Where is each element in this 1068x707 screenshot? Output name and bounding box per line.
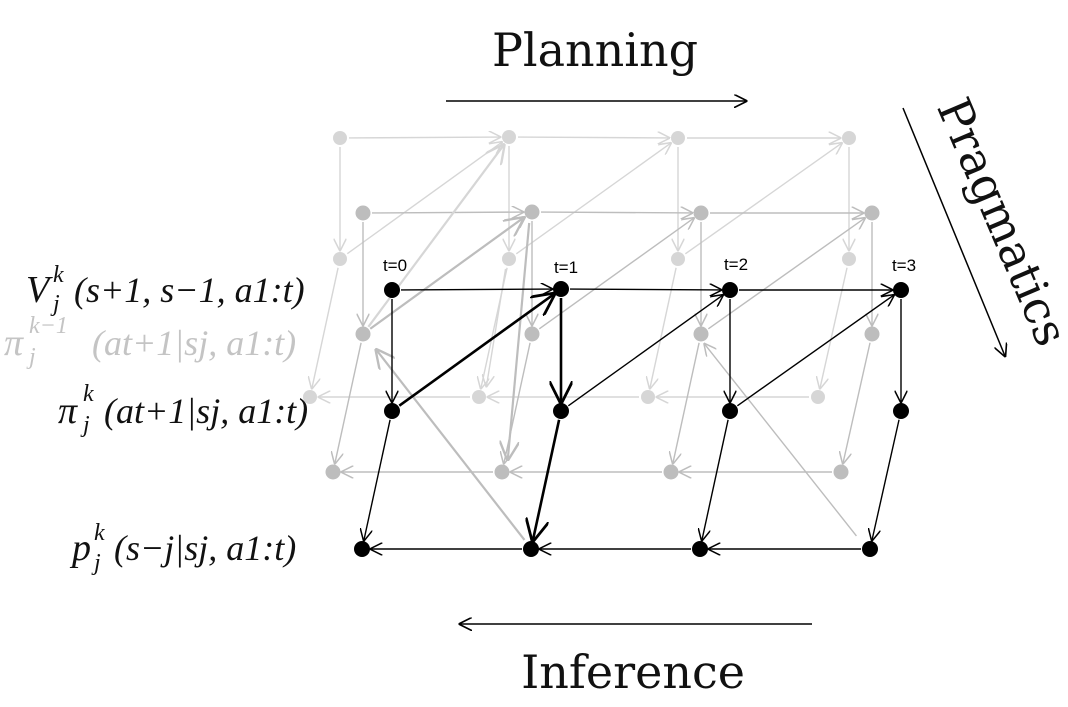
row-label-prev-policy: π k−1 j (at+1|sj, a1:t) (4, 313, 296, 370)
node-value-t2 (693, 205, 709, 221)
node-value-t0 (333, 131, 347, 145)
node-policy-t1 (524, 326, 540, 342)
node-policy-t3 (842, 252, 856, 266)
svg-text:p: p (69, 527, 91, 569)
svg-text:(s−j|sj, a1:t): (s−j|sj, a1:t) (114, 528, 296, 568)
node-belief-t3 (862, 541, 878, 557)
planning-title: Planning (492, 23, 698, 77)
node-value-t1 (502, 130, 516, 144)
edge-value-1-to-2 (517, 137, 669, 138)
node-value-t1 (524, 204, 540, 220)
time-label-1: t=1 (554, 258, 578, 277)
edge-cross-4 (705, 344, 857, 537)
layer-mid (325, 145, 880, 541)
edge-policy-0-to-value-1 (398, 294, 553, 407)
node-value-t3 (842, 131, 856, 145)
row-label-policy: π k j (at+1|sj, a1:t) (58, 381, 308, 438)
svg-text:π: π (4, 322, 24, 364)
node-value-t3 (864, 205, 880, 221)
edge-policy-to-belief-0 (364, 419, 391, 540)
node-belief-t3 (833, 464, 849, 480)
edge-policy-to-belief-0 (335, 342, 362, 463)
node-belief-t2 (692, 541, 708, 557)
node-policy-t1 (553, 403, 569, 419)
node-belief-t1 (472, 390, 486, 404)
edge-policy-0-to-value-1 (346, 142, 501, 255)
inference-title: Inference (521, 645, 745, 699)
node-policy-t2 (722, 403, 738, 419)
node-value-t0 (355, 205, 371, 221)
node-value-t1 (553, 281, 569, 297)
layer-front (354, 281, 909, 557)
node-belief-t2 (663, 464, 679, 480)
edge-cross-0 (367, 145, 503, 328)
svg-text:(s+1, s−1, a1:t): (s+1, s−1, a1:t) (74, 270, 305, 310)
svg-text:(at+1|sj, a1:t): (at+1|sj, a1:t) (92, 323, 296, 363)
node-policy-t1 (502, 252, 516, 266)
edge-policy-1-to-value-2 (567, 295, 722, 407)
layer-back (303, 130, 856, 404)
node-value-t2 (671, 131, 685, 145)
svg-text:(at+1|sj, a1:t): (at+1|sj, a1:t) (104, 391, 308, 431)
edge-cross-1 (369, 218, 522, 330)
node-belief-t0 (303, 390, 317, 404)
edge-cross-5 (486, 268, 507, 386)
node-policy-t3 (864, 326, 880, 342)
edge-policy-2-to-value-3 (707, 218, 864, 330)
svg-text:k: k (94, 520, 105, 546)
svg-text:j: j (50, 291, 60, 317)
node-policy-t2 (671, 252, 685, 266)
edge-policy-to-belief-2 (650, 267, 677, 388)
pragmatics-title: Pragmatics (926, 90, 1068, 354)
svg-text:k−1: k−1 (29, 313, 68, 339)
node-belief-t3 (811, 390, 825, 404)
pragmatics-arrow (902, 107, 1005, 356)
time-label-0: t=0 (383, 256, 407, 275)
node-belief-t0 (325, 464, 341, 480)
edge-policy-1-to-value-2 (538, 218, 693, 330)
edge-policy-2-to-value-3 (736, 295, 893, 407)
svg-text:k: k (53, 262, 64, 288)
edge-policy-to-belief-3 (820, 267, 848, 388)
node-policy-t0 (333, 252, 347, 266)
svg-text:π: π (58, 390, 78, 432)
edge-policy-to-belief-3 (872, 419, 900, 540)
edge-policy-to-belief-3 (843, 342, 871, 463)
svg-text:j: j (91, 550, 101, 576)
svg-text:V: V (26, 269, 53, 311)
node-policy-t2 (693, 326, 709, 342)
edge-value-1-to-2 (540, 212, 692, 213)
svg-text:j: j (80, 412, 90, 438)
node-value-t2 (722, 282, 738, 298)
svg-text:k: k (83, 381, 94, 407)
node-belief-t0 (354, 541, 370, 557)
node-policy-t0 (384, 403, 400, 419)
edge-value-0-to-1 (400, 289, 552, 290)
edge-value-1-to-2 (569, 289, 721, 290)
svg-text:j: j (26, 344, 36, 370)
edge-value-0-to-1 (371, 212, 523, 213)
time-label-2: t=2 (724, 255, 748, 274)
node-policy-t0 (355, 326, 371, 342)
time-label-3: t=3 (892, 256, 916, 275)
node-policy-t3 (893, 403, 909, 419)
edge-policy-to-belief-1 (533, 419, 561, 540)
row-label-value: V k j (s+1, s−1, a1:t) (26, 262, 305, 317)
edge-policy-to-belief-2 (702, 419, 729, 540)
node-belief-t2 (641, 390, 655, 404)
edge-value-0-to-1 (348, 137, 500, 138)
node-belief-t1 (523, 541, 539, 557)
edge-cross-2 (377, 350, 526, 541)
edge-policy-to-belief-2 (673, 342, 700, 463)
edge-policy-to-belief-0 (312, 267, 339, 388)
node-value-t0 (384, 282, 400, 298)
node-belief-t1 (494, 464, 510, 480)
node-value-t3 (893, 282, 909, 298)
edge-policy-2-to-value-3 (684, 143, 841, 255)
edge-policy-1-to-value-2 (515, 143, 670, 255)
row-label-belief: p k j (s−j|sj, a1:t) (69, 520, 296, 576)
edge-cross-3 (508, 222, 531, 459)
